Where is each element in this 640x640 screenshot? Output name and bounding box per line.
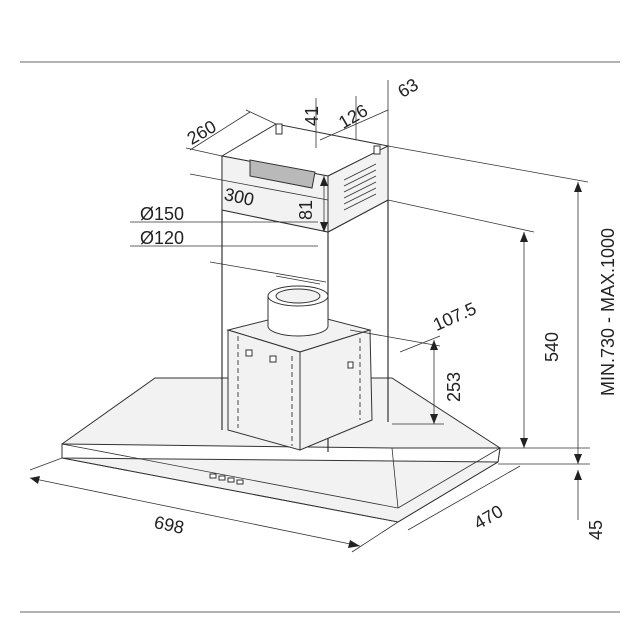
label-81: 81: [296, 200, 316, 220]
label-107-5: 107.5: [430, 298, 479, 335]
control-panel: [209, 473, 244, 485]
outlet-cylinder: [267, 296, 329, 337]
canopy-front-edge: [61, 443, 501, 463]
arrow-540-top: [520, 232, 528, 242]
arrow-253-top: [430, 340, 438, 350]
canopy-front-bottom: [61, 457, 399, 523]
dim-line-107: [399, 335, 441, 353]
control-button-3: [227, 477, 235, 483]
vent-box-bracket-left: [275, 123, 283, 135]
label-698: 698: [152, 512, 186, 538]
dim-line-698: [29, 477, 361, 547]
arrow-total-top: [574, 182, 582, 192]
ext-260-b: [245, 109, 277, 125]
outlet-collar: [267, 285, 329, 337]
dim-line-300: [189, 173, 329, 201]
ext-260-a: [185, 147, 223, 157]
control-button-4: [236, 479, 244, 485]
label-diameter-150: Ø150: [140, 204, 184, 224]
label-45: 45: [586, 520, 606, 540]
vent-box-opening: [249, 159, 316, 189]
control-button-2: [218, 475, 226, 481]
label-260: 260: [184, 116, 220, 148]
canopy-side-bottom: [397, 461, 499, 523]
label-41: 41: [302, 106, 322, 126]
outlet-inner-ring: [275, 288, 321, 304]
label-63: 63: [394, 74, 421, 101]
dim-line-120: [275, 275, 321, 285]
arrow-81-top: [320, 176, 328, 186]
motor-screw-1: [245, 349, 253, 357]
arrow-698-left: [30, 476, 40, 484]
label-total-height: MIN.730 - MAX.1000: [598, 228, 618, 396]
dimension-labels: 260 300 41 126 63 81 Ø150 Ø120 107.5 540…: [140, 74, 618, 540]
canopy-front-top: [61, 443, 399, 509]
label-540: 540: [542, 332, 562, 362]
dimension-lines: [29, 80, 590, 553]
motor-screw-2: [269, 355, 277, 363]
motor-housing-side: [299, 329, 373, 451]
ext-698-b: [351, 521, 399, 553]
label-126: 126: [335, 100, 371, 132]
vent-box-grille: [343, 163, 377, 211]
label-253: 253: [444, 372, 464, 402]
arrowheads: [30, 176, 582, 548]
label-diameter-120: Ø120: [140, 228, 184, 248]
dim-line-150: [209, 261, 327, 283]
dim-line-126: [319, 109, 389, 141]
canopy-side-top: [397, 447, 501, 509]
arrow-698-right: [348, 540, 360, 548]
label-470: 470: [470, 501, 506, 533]
ext-698-a: [29, 457, 63, 471]
arrow-540-bottom: [520, 438, 528, 448]
dim-line-260: [189, 111, 251, 151]
canopy: [61, 377, 501, 523]
dim-line-470: [407, 465, 521, 531]
ext-total-top: [387, 145, 589, 183]
motor-screw-3: [347, 361, 354, 369]
canopy-corner: [391, 447, 399, 509]
arrow-total-bottom: [574, 454, 582, 464]
arrow-253-bottom: [430, 414, 438, 424]
ext-540-top: [387, 199, 535, 233]
vent-box: [220, 123, 390, 233]
arrow-45: [574, 470, 582, 480]
vent-box-bracket-right: [373, 145, 381, 155]
arrow-81-bottom: [320, 222, 328, 232]
ext-107: [349, 329, 441, 347]
control-button-1: [209, 473, 217, 479]
